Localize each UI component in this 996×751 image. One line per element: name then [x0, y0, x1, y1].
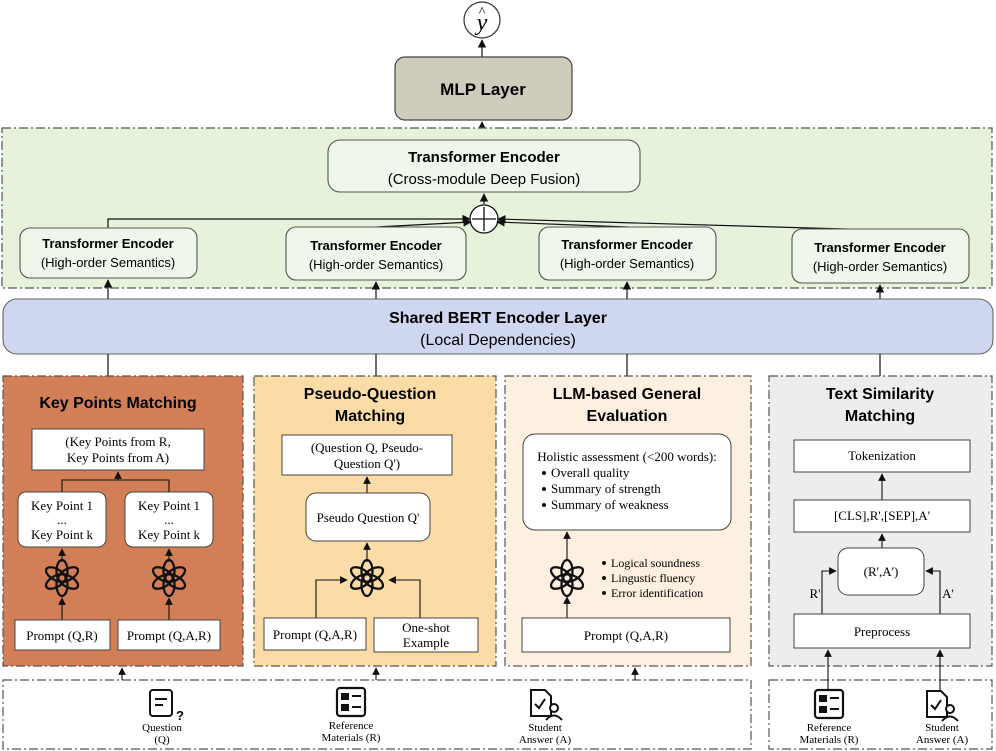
semantic-encoder-4-subtitle: (High-order Semantics)	[813, 259, 947, 274]
semantic-encoder-2-subtitle: (High-order Semantics)	[309, 257, 443, 272]
one-shot-line2: Example	[403, 635, 449, 650]
llm-eval-title-1: LLM-based General	[553, 386, 701, 403]
assessment-item-2: Summary of strength	[551, 481, 661, 496]
student-label-2: Answer (A)	[519, 734, 572, 746]
key-points-summary-box	[31, 428, 205, 471]
assessment-title: Holistic assessment (<200 words):	[537, 449, 717, 464]
question-label-2: (Q)	[154, 734, 170, 746]
llm-eval-title-2: Evaluation	[587, 408, 668, 425]
key-points-left-3: Key Point k	[31, 527, 94, 542]
pseudo-question-summary-line2: Question Q')	[334, 456, 400, 471]
assessment-item-1: Overall quality	[551, 465, 630, 480]
right-reference-label-1: Reference	[807, 722, 852, 734]
pseudo-prompt-box	[263, 617, 367, 651]
llm-prompt-label: Prompt (Q,A,R)	[584, 628, 668, 643]
holistic-assessment-box	[522, 433, 732, 531]
assessment-item-3: Summary of weakness	[551, 497, 669, 512]
tokenization-label: Tokenization	[848, 448, 916, 463]
output-hat: ^	[479, 5, 486, 20]
llm-prompt-box	[521, 617, 731, 653]
key-points-summary-line1: (Key Points from R,	[65, 434, 170, 449]
right-student-label-2: Answer (A)	[916, 734, 969, 746]
semantic-encoder-2	[285, 226, 467, 281]
criterion-3: Error identification	[611, 586, 703, 600]
mlp-layer-box	[394, 56, 573, 121]
semantic-encoder-4-title: Transformer Encoder	[814, 240, 946, 255]
semantic-encoder-4	[791, 228, 970, 284]
cls-sequence-label: [CLS],R',[SEP],A'	[834, 508, 930, 523]
pair-box	[837, 547, 925, 596]
semantic-encoder-3-title: Transformer Encoder	[561, 237, 693, 252]
tokenization-box	[793, 439, 971, 473]
pair-label: (R',A')	[864, 564, 899, 579]
fusion-encoder-subtitle: (Cross-module Deep Fusion)	[388, 171, 581, 188]
fusion-encoder-box	[327, 139, 641, 193]
text-sim-title-2: Matching	[845, 408, 915, 425]
key-points-right-2: ...	[164, 512, 174, 527]
key-points-title: Key Points Matching	[39, 395, 196, 412]
svg-text:?: ?	[176, 708, 184, 723]
cls-sequence-box	[793, 499, 971, 533]
key-points-left-1: Key Point 1	[31, 498, 93, 513]
student-icon	[530, 689, 563, 721]
question-label-1: Question	[142, 722, 182, 734]
bert-encoder-layer	[2, 298, 994, 355]
semantic-encoder-3-subtitle: (High-order Semantics)	[560, 256, 694, 271]
semantic-encoder-3	[538, 226, 717, 281]
a-prime-label: A'	[942, 586, 954, 601]
key-points-left-2: ...	[57, 512, 67, 527]
semantic-encoder-2-title: Transformer Encoder	[310, 238, 442, 253]
mlp-layer-label: MLP Layer	[440, 80, 526, 99]
fusion-encoder-title: Transformer Encoder	[408, 149, 560, 166]
pseudo-question-summary-box	[281, 434, 453, 476]
prompt-qr-box	[14, 619, 111, 651]
reference-label-1: Reference	[329, 720, 374, 732]
student-icon	[926, 690, 959, 722]
pseudo-question-title-2: Matching	[335, 408, 405, 425]
key-points-right-3: Key Point k	[138, 527, 201, 542]
pseudo-question-summary-line1: (Question Q, Pseudo-	[311, 440, 423, 455]
shared-input-region	[2, 679, 752, 750]
preprocess-label: Preprocess	[854, 624, 910, 639]
reference-label-2: Materials (R)	[322, 732, 381, 744]
output-node	[463, 1, 501, 39]
one-shot-line1: One-shot	[402, 620, 450, 635]
question-icon: ?	[149, 689, 184, 723]
text-sim-title-1: Text Similarity	[826, 386, 934, 403]
student-label-1: Student	[528, 722, 562, 734]
reference-icon	[813, 688, 845, 720]
prompt-qar-label: Prompt (Q,A,R)	[127, 628, 211, 643]
key-points-right-1: Key Point 1	[138, 498, 200, 513]
key-points-summary-line2: Key Points from A)	[67, 450, 169, 465]
pseudo-question-label: Pseudo Question Q'	[317, 510, 420, 525]
semantic-encoder-1	[19, 227, 198, 279]
bert-title: Shared BERT Encoder Layer	[389, 310, 607, 327]
pseudo-question-box	[305, 492, 431, 542]
preprocess-box	[793, 613, 971, 649]
bert-subtitle: (Local Dependencies)	[420, 332, 576, 349]
similarity-input-region	[768, 679, 993, 750]
criterion-2: Lingustic fluency	[611, 571, 695, 585]
semantic-encoder-1-subtitle: (High-order Semantics)	[41, 255, 175, 270]
one-shot-example-box	[373, 617, 479, 653]
criterion-1: Logical soundness	[611, 556, 700, 570]
prompt-qr-label: Prompt (Q,R)	[26, 628, 98, 643]
right-student-label-1: Student	[925, 722, 959, 734]
semantic-encoder-1-title: Transformer Encoder	[42, 236, 174, 251]
pseudo-question-title-1: Pseudo-Question	[304, 386, 436, 403]
r-prime-label: R'	[809, 586, 820, 601]
pseudo-prompt-label: Prompt (Q,A,R)	[273, 627, 357, 642]
output-symbol: y	[475, 10, 488, 36]
reference-icon	[335, 686, 367, 718]
prompt-qar-box	[117, 619, 221, 651]
right-reference-label-2: Materials (R)	[800, 734, 859, 746]
